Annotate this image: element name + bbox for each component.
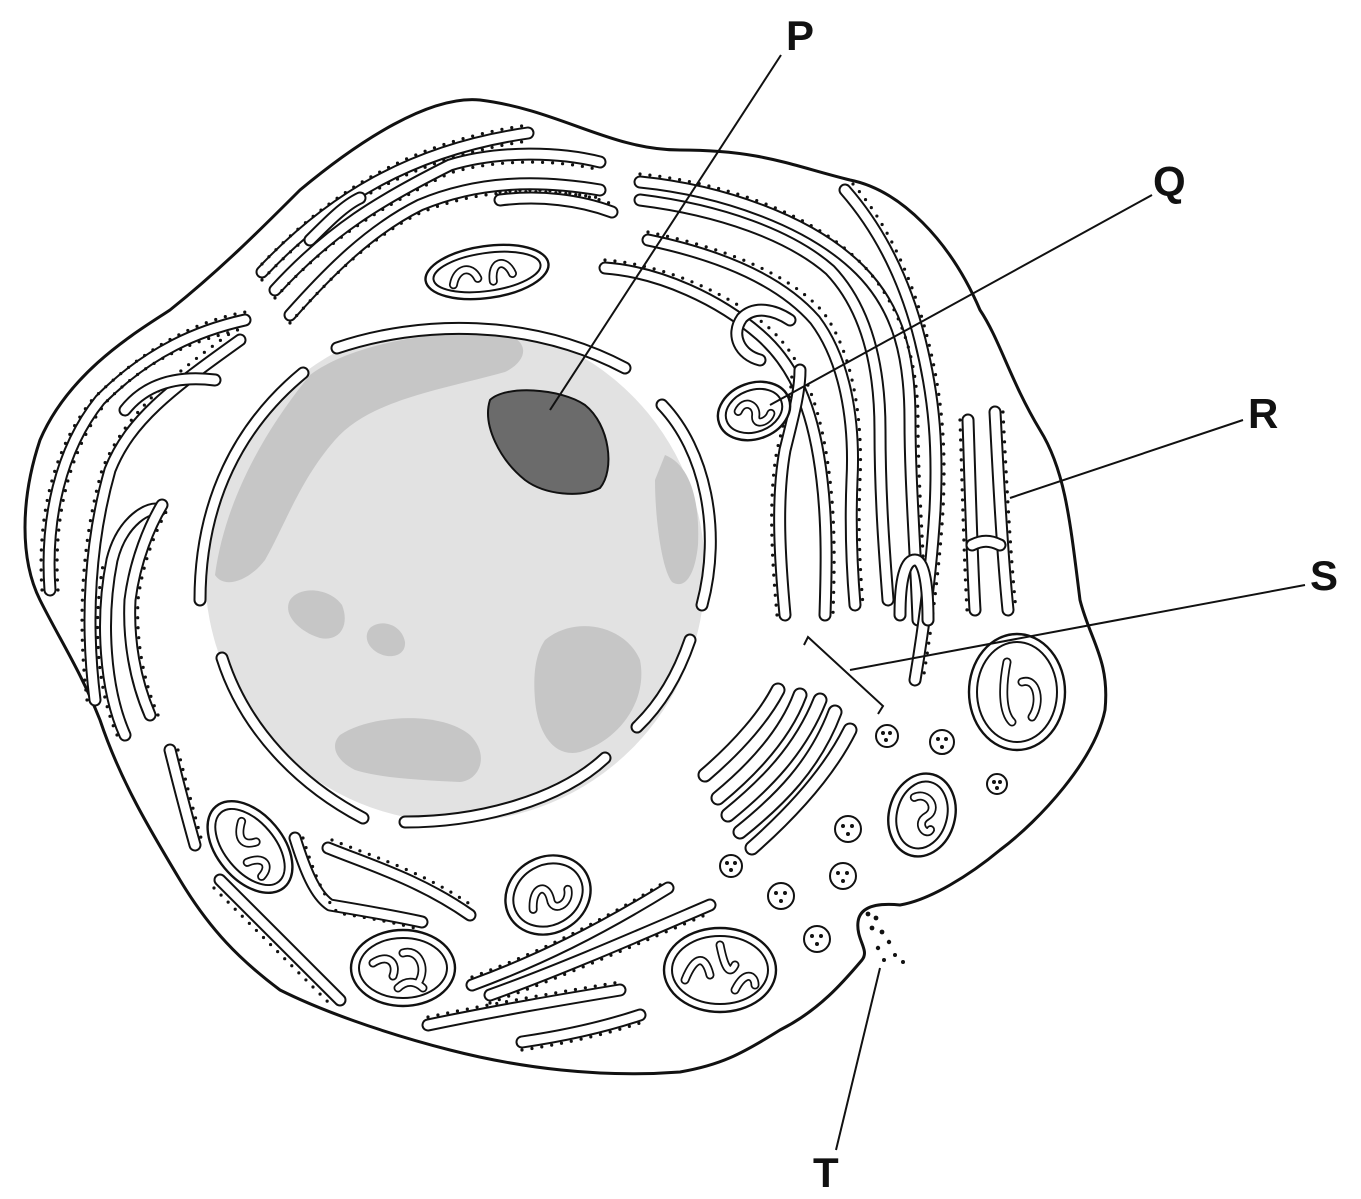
leader-line-t xyxy=(836,968,880,1150)
label-s: S xyxy=(1310,552,1338,599)
label-q: Q xyxy=(1153,158,1186,205)
mitochondrion xyxy=(969,634,1065,750)
exocytosis-secretion xyxy=(866,912,905,964)
mitochondrion xyxy=(351,930,455,1006)
label-r: R xyxy=(1248,390,1278,437)
label-t: T xyxy=(813,1149,839,1196)
mitochondrion xyxy=(664,928,776,1012)
label-p: P xyxy=(786,12,814,59)
